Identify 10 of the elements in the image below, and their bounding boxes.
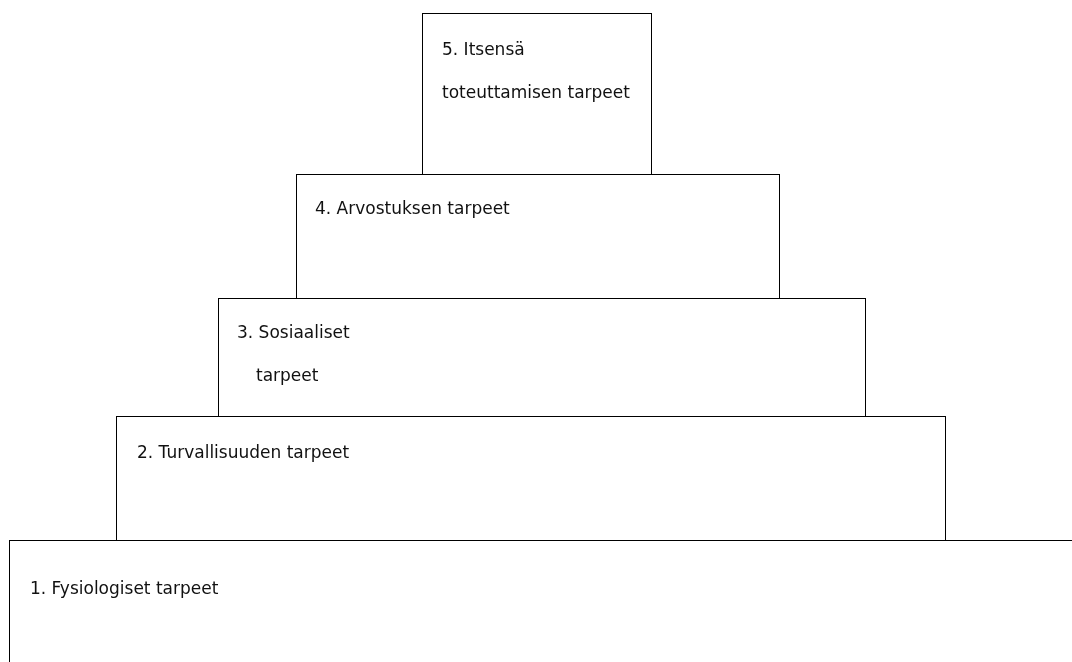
pyramid-level-box <box>9 540 1072 662</box>
level-label: 3. Sosiaaliset tarpeet <box>237 321 351 387</box>
pyramid-level-box <box>422 13 652 175</box>
level-label: 4. Arvostuksen tarpeet <box>315 197 511 220</box>
level-label: 5. Itsensä toteuttamisen tarpeet <box>442 38 631 104</box>
level-label: 1. Fysiologiset tarpeet <box>30 577 220 600</box>
pyramid-level-box <box>296 174 780 299</box>
pyramid-level-box <box>116 416 946 541</box>
pyramid-level-box <box>218 298 866 417</box>
level-label: 2. Turvallisuuden tarpeet <box>137 441 351 464</box>
